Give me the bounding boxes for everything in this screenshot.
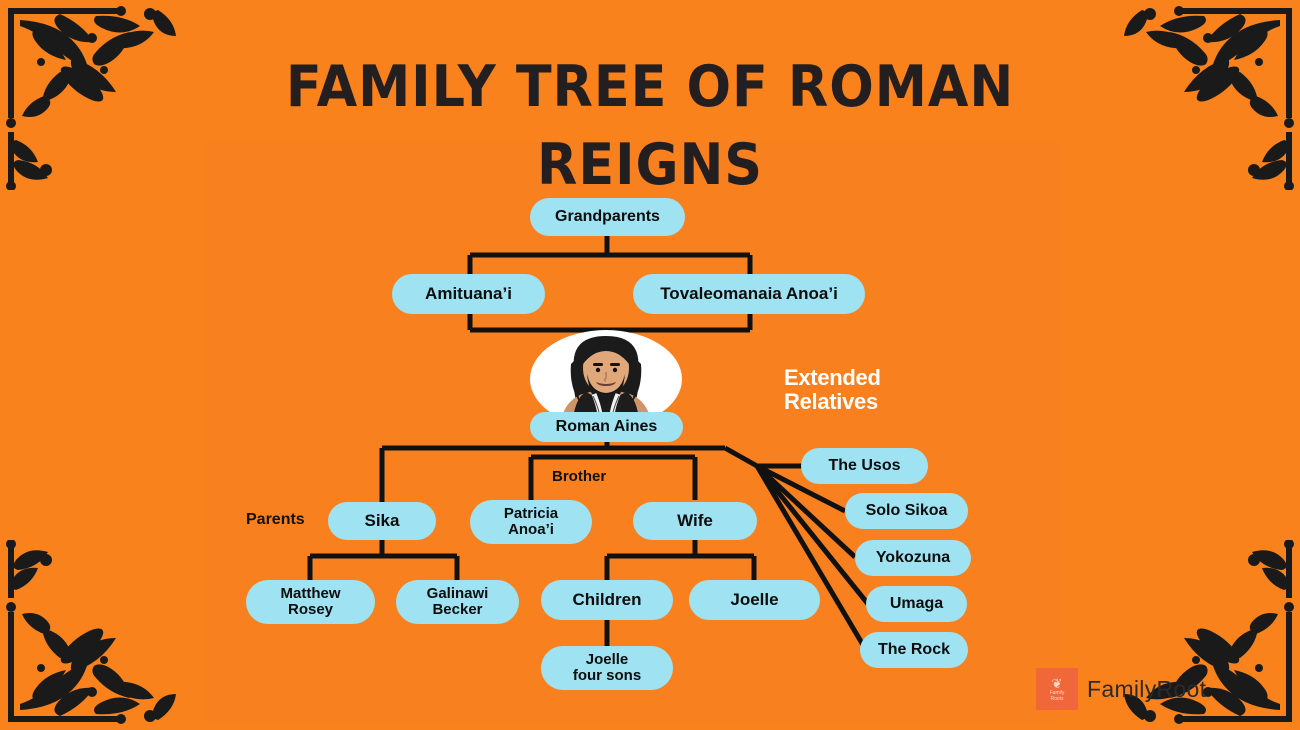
node-extended-yokozuna-label: Yokozuna <box>875 549 951 567</box>
caption-brother: Brother <box>552 468 607 485</box>
caption-parents: Parents <box>246 511 305 528</box>
node-extended-umaga-label: Umaga <box>889 595 944 613</box>
page-title: FAMILY TREE OF ROMAN REIGNS <box>52 48 1248 204</box>
node-tovaleomanaia-anoai[interactable]: Tovaleomanaia Anoa’i <box>633 274 865 314</box>
node-amituanai[interactable]: Amituana’i <box>392 274 545 314</box>
extended-relatives-heading: Extended Relatives <box>784 365 881 414</box>
node-extended-the-rock[interactable]: The Rock <box>860 632 968 668</box>
node-wife[interactable]: Wife <box>633 502 757 540</box>
logo-line-1: Family <box>1049 689 1065 696</box>
node-patricia-anoai-label: Patricia Anoa’i <box>503 504 559 538</box>
node-extended-yokozuna[interactable]: Yokozuna <box>855 540 971 576</box>
node-joelle-label: Joelle <box>730 589 779 609</box>
page-title-line-1: FAMILY TREE OF ROMAN <box>285 54 1015 121</box>
node-sika[interactable]: Sika <box>328 502 436 540</box>
node-grandparents-label: Grandparents <box>555 208 660 226</box>
watermark: ❦ Family Roots FamilyRoot <box>1036 668 1206 710</box>
node-galinawi-becker-label: Galinawi Becker <box>426 584 489 618</box>
familyroot-logo-icon: ❦ Family Roots <box>1036 668 1078 710</box>
node-sika-label: Sika <box>364 510 400 530</box>
node-extended-the-usos[interactable]: The Usos <box>801 448 928 484</box>
node-joelle-four-sons[interactable]: Joelle four sons <box>541 646 673 690</box>
node-wife-label: Wife <box>677 510 713 530</box>
node-children-label: Children <box>572 589 642 609</box>
logo-line-2: Roots <box>1050 695 1064 702</box>
node-children[interactable]: Children <box>541 580 673 620</box>
node-extended-umaga[interactable]: Umaga <box>866 586 967 622</box>
page-title-line-2: REIGNS <box>537 132 763 199</box>
node-patricia-anoai[interactable]: Patricia Anoa’i <box>470 500 592 544</box>
node-roman-aines-label: Roman Aines <box>555 418 658 436</box>
logo-glyph: ❦ <box>1051 675 1063 691</box>
node-extended-the-usos-label: The Usos <box>828 457 901 475</box>
node-extended-solo-sikoa-label: Solo Sikoa <box>865 502 948 520</box>
node-amituanai-label: Amituana’i <box>425 283 512 303</box>
node-joelle-four-sons-label: Joelle four sons <box>572 650 642 684</box>
node-joelle[interactable]: Joelle <box>689 580 820 620</box>
node-extended-the-rock-label: The Rock <box>877 641 950 659</box>
node-extended-solo-sikoa[interactable]: Solo Sikoa <box>845 493 968 529</box>
node-matthew-rosey-label: Matthew Rosey <box>280 584 341 618</box>
node-matthew-rosey[interactable]: Matthew Rosey <box>246 580 375 624</box>
node-galinawi-becker[interactable]: Galinawi Becker <box>396 580 519 624</box>
node-grandparents[interactable]: Grandparents <box>530 198 685 236</box>
watermark-label: FamilyRoot <box>1087 675 1207 702</box>
node-roman-aines[interactable]: Roman Aines <box>530 412 683 442</box>
node-tovaleomanaia-anoai-label: Tovaleomanaia Anoa’i <box>660 283 838 303</box>
